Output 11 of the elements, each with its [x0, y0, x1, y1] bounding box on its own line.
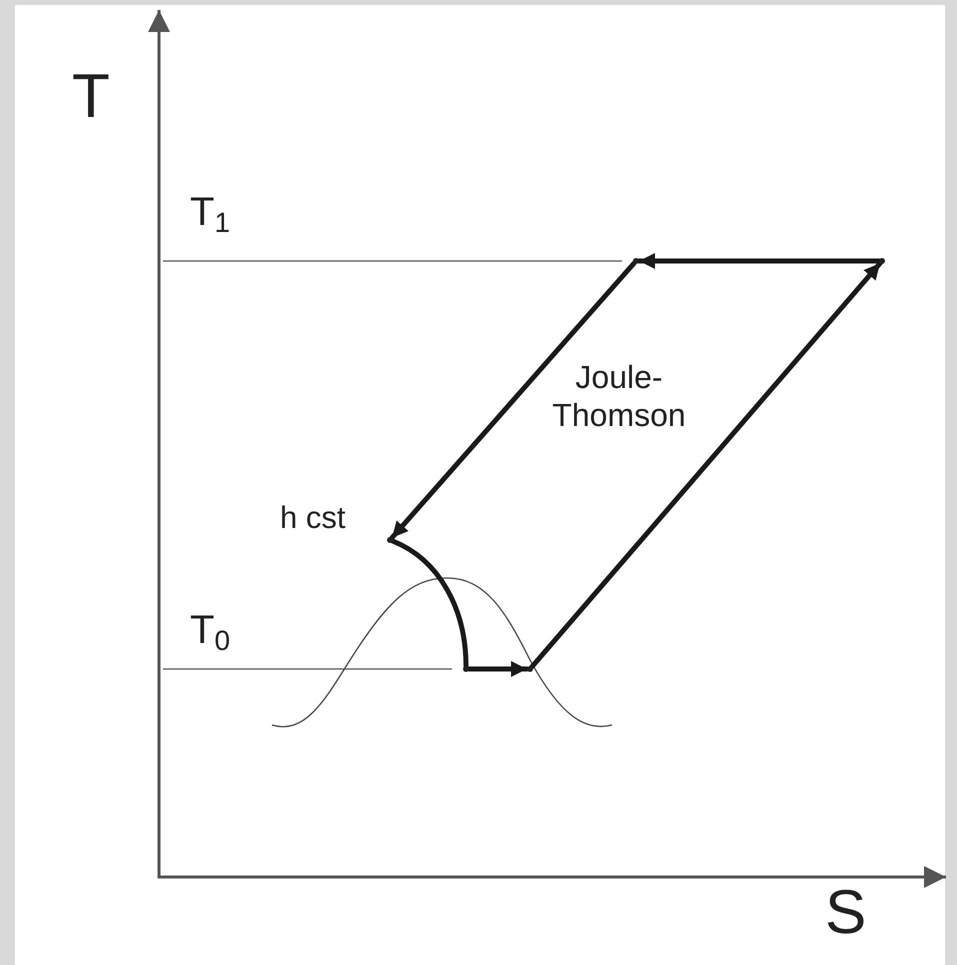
- axis-title: S: [825, 882, 866, 944]
- process-arrow: [529, 260, 883, 670]
- process-arrow: [636, 253, 882, 269]
- temperature-label: T$_{0}$: [190, 610, 230, 655]
- process-label: h cst: [280, 502, 346, 533]
- process-arrow: [466, 661, 530, 677]
- process-arrow: [389, 260, 637, 540]
- process-label: Joule- Thomson: [551, 358, 687, 435]
- temperature-label: T$_{1}$: [190, 192, 230, 237]
- process-line: [390, 538, 468, 668]
- axis-title: T: [72, 66, 110, 128]
